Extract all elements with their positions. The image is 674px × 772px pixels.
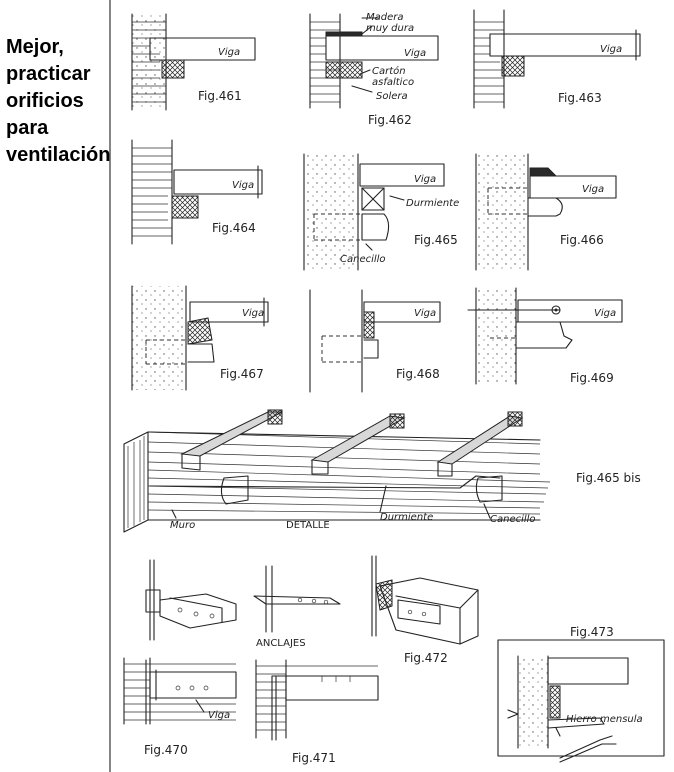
figure-471: Fig.471 bbox=[255, 659, 379, 765]
anchor-sketch-middle: ANCLAJES bbox=[253, 565, 341, 649]
fig-473-caption: Fig.473 bbox=[570, 625, 614, 639]
label-detalle: DETALLE bbox=[286, 520, 330, 531]
ventilation-note: Mejor, practicar orificios para ventilac… bbox=[6, 34, 124, 169]
label-viga: Viga bbox=[218, 47, 240, 58]
note-line: orificios bbox=[6, 90, 84, 112]
fig-468-caption: Fig.468 bbox=[396, 367, 440, 381]
fig-465-caption: Fig.465 bbox=[414, 233, 458, 247]
figure-473: Hierro mensula Fig.473 bbox=[497, 625, 665, 763]
fig-470-caption: Fig.470 bbox=[144, 743, 188, 757]
fig-464-caption: Fig.464 bbox=[212, 221, 256, 235]
figure-461: Viga Fig.461 bbox=[131, 13, 256, 111]
fig-469-caption: Fig.469 bbox=[570, 371, 614, 385]
label-asfaltico: asfaltico bbox=[372, 77, 414, 88]
figure-468: Viga Fig.468 bbox=[309, 289, 441, 393]
fig-461-caption: Fig.461 bbox=[198, 89, 242, 103]
label-viga: Viga bbox=[594, 308, 616, 319]
label-canecillo: Canecillo bbox=[490, 514, 536, 525]
note-line: practicar bbox=[6, 63, 91, 85]
fig-467-caption: Fig.467 bbox=[220, 367, 264, 381]
figure-467: Viga Fig.467 bbox=[131, 285, 269, 391]
figure-464: Viga Fig.464 bbox=[131, 139, 263, 245]
anchor-sketch-left bbox=[145, 559, 237, 641]
label-muro: Muro bbox=[170, 520, 195, 531]
label-carton: Cartón bbox=[372, 65, 406, 77]
figure-463: Viga Fig.463 bbox=[473, 9, 641, 109]
figure-470: Viga Fig.470 bbox=[123, 657, 237, 757]
fig-471-caption: Fig.471 bbox=[292, 751, 336, 765]
note-line: ventilación bbox=[6, 144, 111, 166]
label-viga: Viga bbox=[582, 184, 604, 195]
label-durmiente: Durmiente bbox=[406, 198, 459, 209]
note-line: para bbox=[6, 117, 49, 139]
fig-472-caption: Fig.472 bbox=[404, 651, 448, 665]
label-viga: Viga bbox=[414, 308, 436, 319]
label-viga: Viga bbox=[600, 44, 622, 55]
label-anclajes: ANCLAJES bbox=[256, 638, 306, 649]
figure-466: Viga Fig.466 bbox=[475, 153, 617, 271]
label-viga: Viga bbox=[208, 710, 230, 721]
figure-465: Viga Durmiente Canecillo Fig.465 bbox=[303, 153, 459, 271]
note-line: Mejor, bbox=[6, 36, 64, 58]
label-durmiente: Durmiente bbox=[380, 512, 433, 523]
label-muy-dura: muy dura bbox=[366, 23, 414, 34]
label-madera: Madera bbox=[366, 12, 404, 23]
label-viga: Viga bbox=[232, 180, 254, 191]
label-hierro-mensula: Hierro mensula bbox=[566, 714, 643, 725]
fig-465-bis-caption: Fig.465 bis bbox=[576, 471, 641, 485]
label-viga: Viga bbox=[414, 174, 436, 185]
figure-462: Madera muy dura Viga Cartón asfaltico So… bbox=[309, 12, 439, 127]
label-viga: Viga bbox=[404, 48, 426, 59]
figure-469: Viga Fig.469 bbox=[467, 287, 623, 385]
figure-465-bis: Muro DETALLE Durmiente Canecillo Fig.465… bbox=[123, 409, 641, 533]
fig-466-caption: Fig.466 bbox=[560, 233, 604, 247]
label-viga: Viga bbox=[242, 308, 264, 319]
label-canecillo: Canecillo bbox=[340, 254, 386, 265]
label-solera: Solera bbox=[376, 91, 408, 102]
figure-472: Fig.472 bbox=[371, 555, 479, 665]
fig-462-caption: Fig.462 bbox=[368, 113, 412, 127]
fig-463-caption: Fig.463 bbox=[558, 91, 602, 105]
